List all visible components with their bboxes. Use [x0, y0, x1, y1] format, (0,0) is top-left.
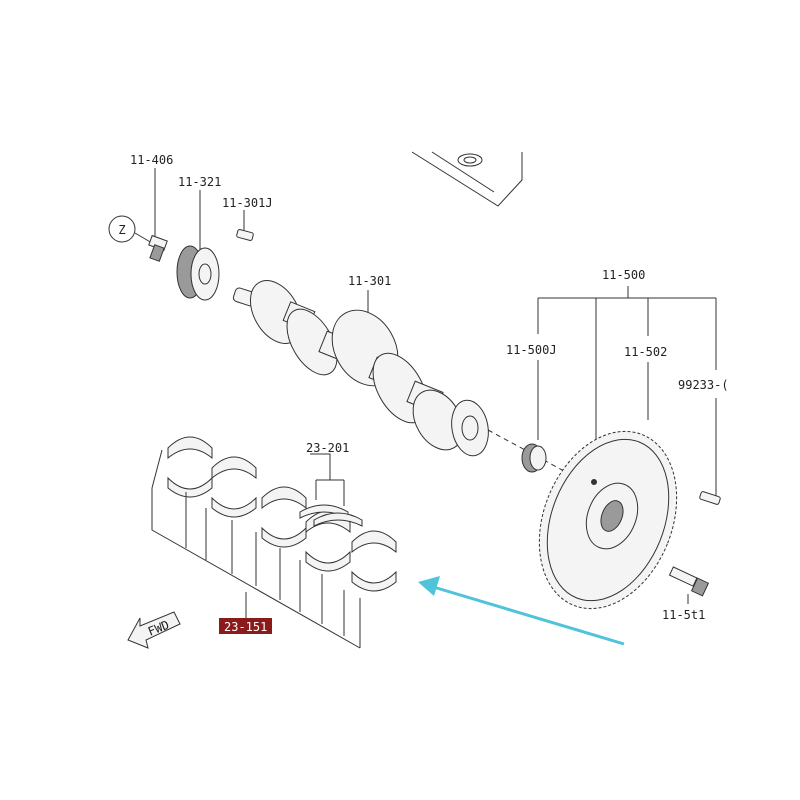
label-23-151: 23-151 — [224, 620, 267, 634]
label-11-500j: 11-500J — [506, 343, 557, 357]
bolt-11-406 — [148, 168, 168, 262]
z-label: Z — [118, 223, 125, 237]
pilot-bearing-11-500j — [521, 360, 547, 473]
pointer-arrow — [418, 576, 625, 646]
dowel-99233 — [699, 398, 721, 505]
flywheel-11-502 — [538, 362, 678, 610]
label-11-321: 11-321 — [178, 175, 221, 189]
highlight-box-23-151 — [219, 618, 272, 634]
key-11-301j — [236, 210, 254, 241]
sprocket-11-321 — [176, 190, 220, 301]
label-23-201: 23-201 — [306, 441, 349, 455]
label-99233: 99233-( — [678, 378, 729, 392]
thrust-washers-23-201 — [299, 453, 363, 527]
label-11-301: 11-301 — [348, 274, 391, 288]
main-bearings-23-151 — [151, 436, 397, 649]
engine-block-fragment — [411, 151, 523, 207]
circled-z-icon: Z — [108, 215, 153, 244]
crankshaft-11-301 — [232, 280, 591, 486]
label-11-5t1: 11-5t1 — [662, 608, 705, 622]
flywheel-bolt-11-511 — [668, 566, 710, 604]
fwd-arrow-icon: FWD — [127, 611, 181, 649]
label-11-301j: 11-301J — [222, 196, 273, 210]
label-11-406: 11-406 — [130, 153, 173, 167]
label-11-500: 11-500 — [602, 268, 645, 282]
label-11-502: 11-502 — [624, 345, 667, 359]
